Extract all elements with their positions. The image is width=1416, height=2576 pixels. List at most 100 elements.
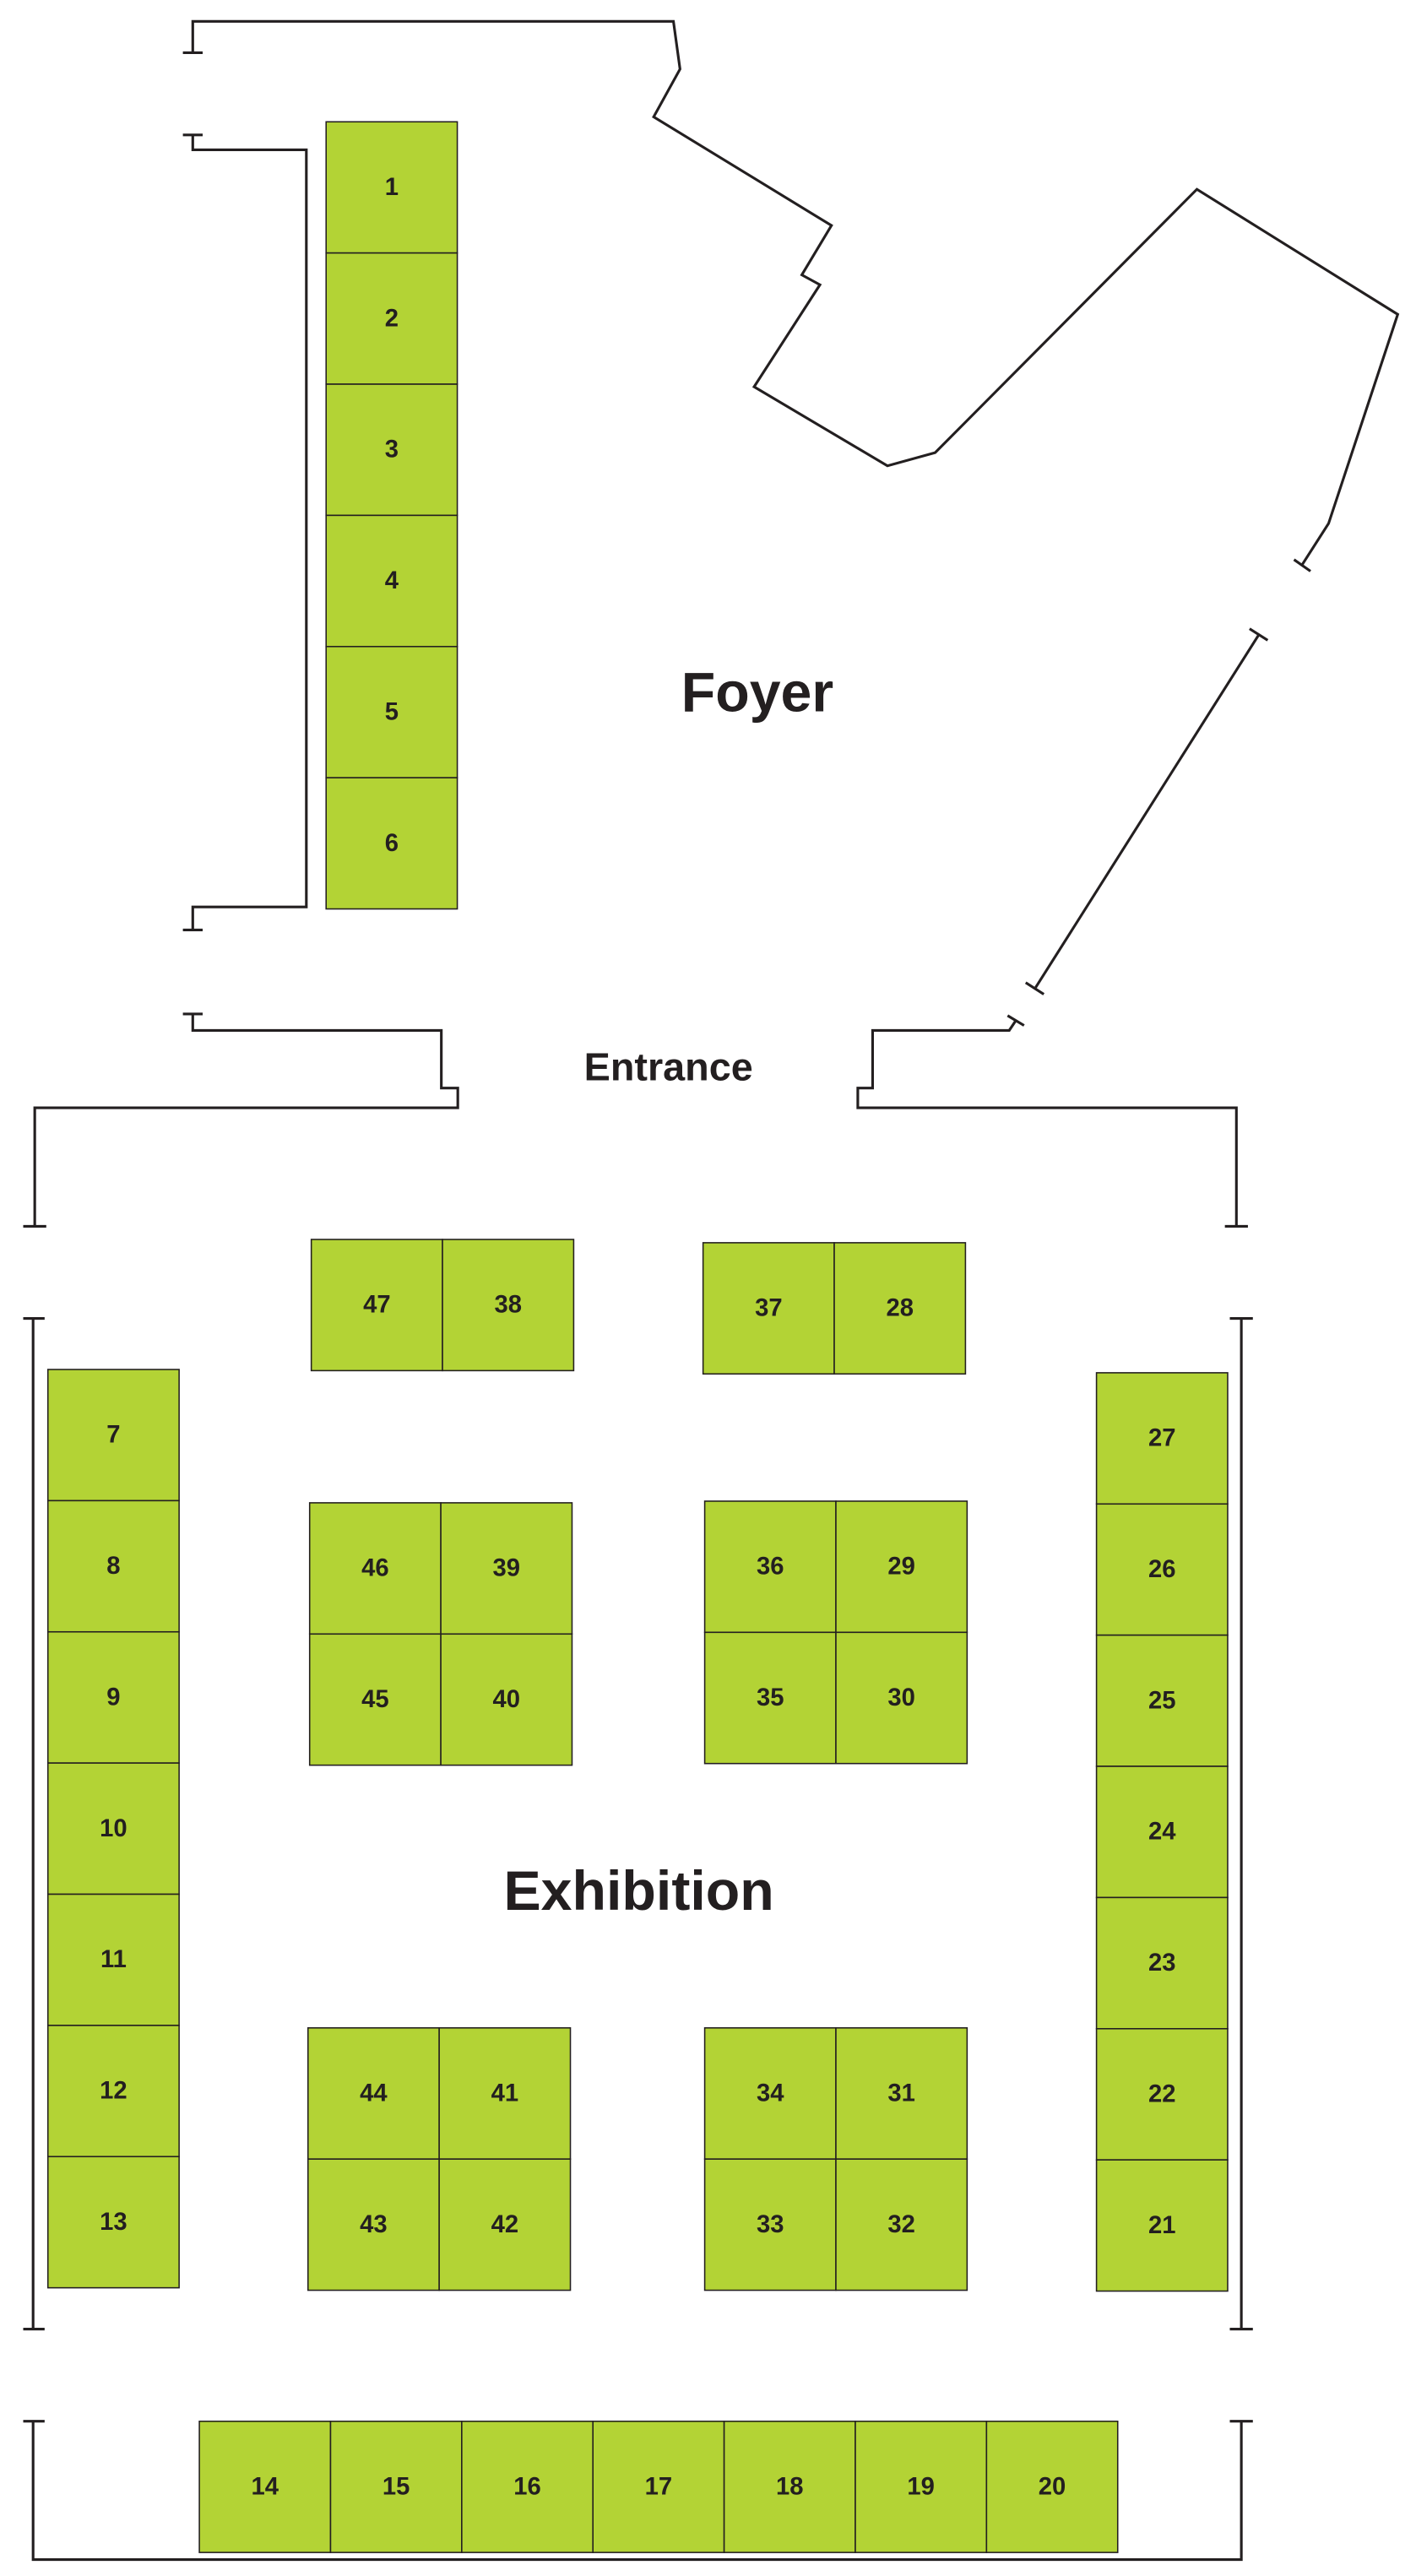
booth-area[interactable] <box>442 1239 575 1372</box>
booth-area[interactable] <box>46 1369 180 1502</box>
booth-41[interactable]: 41 <box>438 2027 572 2160</box>
booth-36[interactable]: 36 <box>703 1500 837 1634</box>
booth-number: 8 <box>106 1553 120 1580</box>
booth-42[interactable]: 42 <box>438 2158 572 2291</box>
booth-27[interactable]: 27 <box>1095 1372 1229 1505</box>
booth-24[interactable]: 24 <box>1095 1765 1229 1899</box>
booth-21[interactable]: 21 <box>1095 2159 1229 2292</box>
booth-11[interactable]: 11 <box>46 1893 180 2026</box>
booth-area[interactable] <box>1095 1896 1229 2030</box>
booth-2[interactable]: 2 <box>325 252 458 385</box>
booth-area[interactable] <box>1095 2159 1229 2292</box>
booth-area[interactable] <box>723 2420 856 2553</box>
booth-area[interactable] <box>703 2027 837 2160</box>
booth-area[interactable] <box>440 1502 573 1635</box>
booth-area[interactable] <box>1095 1503 1229 1636</box>
booth-20[interactable]: 20 <box>985 2420 1119 2553</box>
booth-47[interactable]: 47 <box>310 1239 443 1372</box>
booth-5[interactable]: 5 <box>325 645 458 778</box>
booth-area[interactable] <box>440 1633 573 1766</box>
booth-13[interactable]: 13 <box>46 2156 180 2289</box>
booth-area[interactable] <box>703 2158 837 2291</box>
booth-area[interactable] <box>46 2025 180 2158</box>
booth-18[interactable]: 18 <box>723 2420 856 2553</box>
booth-number: 3 <box>385 437 399 464</box>
booth-34[interactable]: 34 <box>703 2027 837 2160</box>
booth-7[interactable]: 7 <box>46 1369 180 1502</box>
booth-area[interactable] <box>325 383 458 517</box>
booth-area[interactable] <box>46 1893 180 2026</box>
booth-area[interactable] <box>46 2156 180 2289</box>
booth-37[interactable]: 37 <box>702 1242 835 1375</box>
booth-number: 35 <box>757 1684 784 1711</box>
booth-14[interactable]: 14 <box>198 2420 332 2553</box>
booth-area[interactable] <box>1095 2028 1229 2161</box>
booth-19[interactable]: 19 <box>854 2420 988 2553</box>
booth-area[interactable] <box>325 252 458 385</box>
booth-area[interactable] <box>307 2027 440 2160</box>
booth-33[interactable]: 33 <box>703 2158 837 2291</box>
booth-10[interactable]: 10 <box>46 1762 180 1895</box>
booth-8[interactable]: 8 <box>46 1500 180 1633</box>
booth-area[interactable] <box>46 1762 180 1895</box>
booth-area[interactable] <box>835 2027 968 2160</box>
booth-22[interactable]: 22 <box>1095 2028 1229 2161</box>
booth-4[interactable]: 4 <box>325 514 458 648</box>
booth-area[interactable] <box>325 121 458 254</box>
booth-area[interactable] <box>592 2420 725 2553</box>
booth-23[interactable]: 23 <box>1095 1896 1229 2030</box>
entrance-label: Entrance <box>584 1044 753 1088</box>
booth-area[interactable] <box>985 2420 1119 2553</box>
booth-46[interactable]: 46 <box>308 1502 442 1635</box>
booth-28[interactable]: 28 <box>833 1242 967 1375</box>
booth-32[interactable]: 32 <box>835 2158 968 2291</box>
booth-29[interactable]: 29 <box>835 1500 968 1634</box>
booth-1[interactable]: 1 <box>325 121 458 254</box>
booth-number: 19 <box>907 2473 935 2500</box>
booth-15[interactable]: 15 <box>329 2420 463 2553</box>
booth-area[interactable] <box>1095 1765 1229 1899</box>
booth-number: 22 <box>1148 2080 1176 2107</box>
booth-area[interactable] <box>325 514 458 648</box>
booth-number: 30 <box>887 1684 915 1711</box>
booth-area[interactable] <box>438 2027 572 2160</box>
booth-12[interactable]: 12 <box>46 2025 180 2158</box>
booth-43[interactable]: 43 <box>307 2158 440 2291</box>
booth-16[interactable]: 16 <box>461 2420 594 2553</box>
booth-25[interactable]: 25 <box>1095 1634 1229 1767</box>
booth-9[interactable]: 9 <box>46 1630 180 1764</box>
booth-area[interactable] <box>308 1633 442 1766</box>
booth-area[interactable] <box>703 1631 837 1765</box>
booth-area[interactable] <box>1095 1372 1229 1505</box>
booth-area[interactable] <box>329 2420 463 2553</box>
booth-area[interactable] <box>703 1500 837 1634</box>
booth-3[interactable]: 3 <box>325 383 458 517</box>
booth-39[interactable]: 39 <box>440 1502 573 1635</box>
booth-area[interactable] <box>835 1500 968 1634</box>
booth-area[interactable] <box>854 2420 988 2553</box>
booth-area[interactable] <box>198 2420 332 2553</box>
booth-40[interactable]: 40 <box>440 1633 573 1766</box>
booth-area[interactable] <box>835 2158 968 2291</box>
booth-area[interactable] <box>438 2158 572 2291</box>
booth-30[interactable]: 30 <box>835 1631 968 1765</box>
booth-area[interactable] <box>833 1242 967 1375</box>
booth-45[interactable]: 45 <box>308 1633 442 1766</box>
booth-area[interactable] <box>325 645 458 778</box>
booth-area[interactable] <box>307 2158 440 2291</box>
booth-number: 20 <box>1039 2473 1066 2500</box>
booth-44[interactable]: 44 <box>307 2027 440 2160</box>
booth-31[interactable]: 31 <box>835 2027 968 2160</box>
booth-35[interactable]: 35 <box>703 1631 837 1765</box>
booth-area[interactable] <box>1095 1634 1229 1767</box>
booth-area[interactable] <box>461 2420 594 2553</box>
booth-area[interactable] <box>308 1502 442 1635</box>
booth-area[interactable] <box>325 777 458 910</box>
booth-area[interactable] <box>46 1630 180 1764</box>
booth-17[interactable]: 17 <box>592 2420 725 2553</box>
booth-area[interactable] <box>835 1631 968 1765</box>
booth-38[interactable]: 38 <box>442 1239 575 1372</box>
booth-6[interactable]: 6 <box>325 777 458 910</box>
booth-area[interactable] <box>46 1500 180 1633</box>
booth-26[interactable]: 26 <box>1095 1503 1229 1636</box>
